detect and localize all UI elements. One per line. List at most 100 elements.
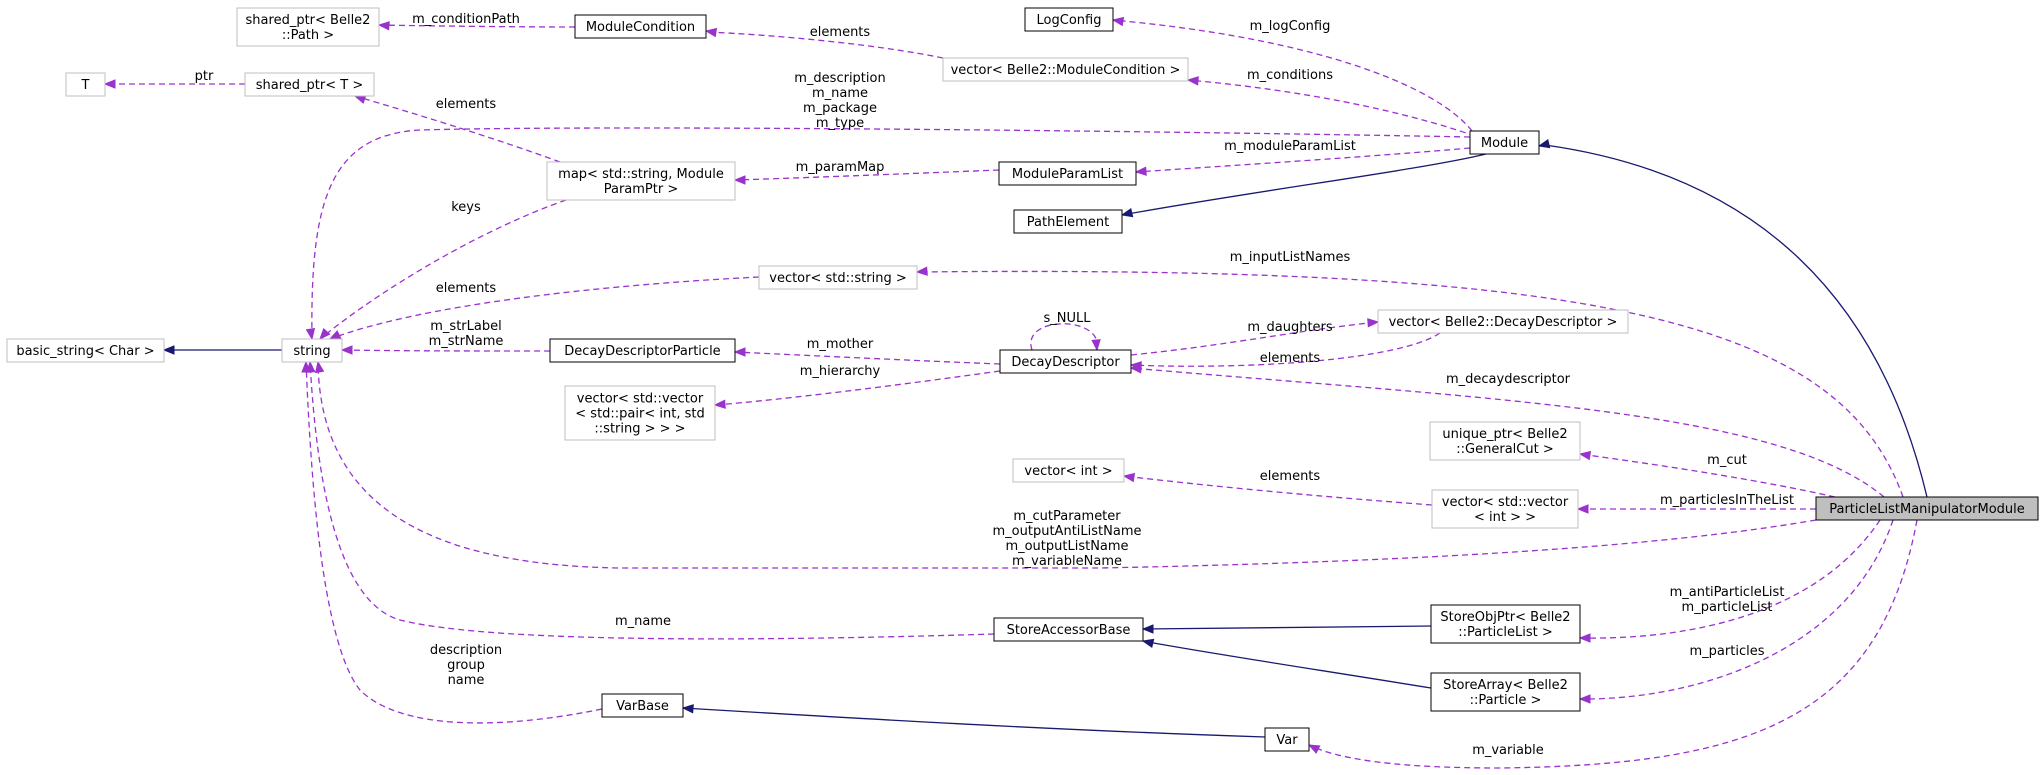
edge-string-to-ddp [340,345,551,355]
edge-label-plmm-string: m_outputListName [1005,539,1128,554]
node-label: ::GeneralCut > [1456,442,1553,457]
node-label: ::Particle > [1470,693,1542,708]
node-store-obj-ptr-particle-list[interactable]: StoreObjPtr< Belle2::ParticleList > [1430,604,1581,644]
node-module-condition[interactable]: ModuleCondition [574,14,707,39]
node-label: unique_ptr< Belle2 [1442,427,1567,442]
node-label: vector< Belle2::ModuleCondition > [951,63,1181,78]
node-box [65,72,106,97]
node-module-param-list[interactable]: ModuleParamList [998,161,1137,186]
edge-label-vec-str-elements: elements [436,281,497,296]
edge-label-m-inputListNames: m_inputListNames [1230,250,1351,265]
node-label: PathElement [1027,215,1109,230]
edge-label-vec-cond-elements: elements [810,25,871,40]
node-module[interactable]: Module [1469,130,1540,155]
node-particle-list-manipulator-module[interactable]: ParticleListManipulatorModule [1815,496,2039,521]
edge-line [329,276,760,340]
node-var-base[interactable]: VarBase [601,693,684,718]
edge-arrowhead [319,328,331,341]
edge-path-to-modcond [377,21,576,31]
edge-arrowhead [733,347,746,357]
node-box [1012,458,1125,483]
edge-sab-to-sop [1141,624,1432,634]
edge-line [1130,332,1441,367]
edge-T-to-sharedT [103,79,245,89]
edge-arrowhead [1141,624,1154,634]
node-label: ModuleParamList [1012,167,1123,182]
node-vector-decay-descriptor: vector< Belle2::DecayDescriptor > [1377,309,1629,334]
edge-label-m-mother: m_mother [807,337,874,352]
node-path-element[interactable]: PathElement [1013,209,1123,234]
edge-label-plmm-string: m_outputAntiListName [993,524,1142,539]
edge-label-keys: keys [451,200,481,215]
edge-line [319,199,567,340]
node-vector-vector-int: vector< std::vector< int > > [1431,489,1579,529]
edge-module-to-plmm [1537,139,1928,498]
edge-label-m-cut: m_cut [1707,453,1747,468]
edge-label-m-variable: m_variable [1472,743,1544,758]
node-decay-descriptor[interactable]: DecayDescriptor [999,349,1132,374]
edge-label-m-logConfig: m_logConfig [1250,19,1331,34]
edge-dd-self [1030,323,1101,352]
edge-arrowhead [301,360,311,373]
edge-modcond-to-vec [704,27,944,59]
edge-line [309,361,995,640]
node-shared-ptr-T: shared_ptr< T > [244,72,375,97]
edge-line [354,95,561,163]
node-vector-vector-pair: vector< std::vector< std::pair< int, std… [564,385,716,441]
edge-line [1121,153,1487,216]
node-shared-ptr-path: shared_ptr< Belle2::Path > [236,7,380,47]
edge-label-vec-int-elements: elements [1260,469,1321,484]
node-box [1429,421,1581,461]
node-box [244,72,375,97]
node-box [993,617,1144,642]
edge-line [1130,321,1379,356]
node-box [601,693,684,718]
node-box [1469,130,1540,155]
node-label: Var [1276,733,1298,748]
edge-arrowhead [1111,16,1125,27]
node-label: ::Path > [282,28,334,43]
node-decay-descriptor-particle[interactable]: DecayDescriptorParticle [549,338,736,363]
node-box [1815,496,2039,521]
edge-label-module-string: m_description [794,71,885,86]
node-store-array-particle[interactable]: StoreArray< Belle2::Particle > [1430,672,1581,712]
edge-arrowhead [1576,504,1589,514]
edge-arrowhead [314,360,325,374]
node-label: ::string > > > [594,422,685,437]
edge-vi-to-vvi [1122,472,1433,506]
edge-label-m-daughters: m_daughters [1247,320,1333,335]
edge-label-varbase-string: group [447,658,485,673]
node-unique-ptr-general-cut: unique_ptr< Belle2::GeneralCut > [1429,421,1581,461]
edge-line [1135,147,1471,173]
node-var[interactable]: Var [1264,727,1310,752]
edge-line [705,31,944,59]
edge-arrowhead [377,21,390,31]
node-label: ParticleListManipulatorModule [1829,502,2025,517]
node-label: StoreAccessorBase [1007,623,1131,638]
edge-arrowhead [713,399,726,409]
node-box [999,349,1132,374]
edge-arrowhead [1120,208,1134,218]
edge-line [341,349,551,352]
node-label: ModuleCondition [586,20,695,35]
edge-line [1187,79,1476,137]
node-box [549,338,736,363]
edge-line [1544,144,1928,498]
edge-label-m-conditionPath: m_conditionPath [412,12,520,27]
node-store-accessor-base[interactable]: StoreAccessorBase [993,617,1144,642]
edge-arrowhead [162,345,175,355]
node-label: map< std::string, Module [558,167,724,182]
edge-line [317,361,1817,569]
node-log-config[interactable]: LogConfig [1024,7,1114,32]
node-box [758,265,918,290]
edge-label-m-anti-particle-list: m_antiParticleList [1670,585,1785,600]
node-box [236,7,380,47]
edge-logconfig-to-module [1111,16,1473,132]
edge-arrowhead [305,327,316,341]
node-label: StoreArray< Belle2 [1443,678,1568,693]
edge-arrowhead [103,79,116,89]
edge-label-m-particles: m_particles [1690,644,1765,659]
node-label: vector< int > [1024,464,1112,479]
edge-sa-to-plmm [1578,519,1894,704]
